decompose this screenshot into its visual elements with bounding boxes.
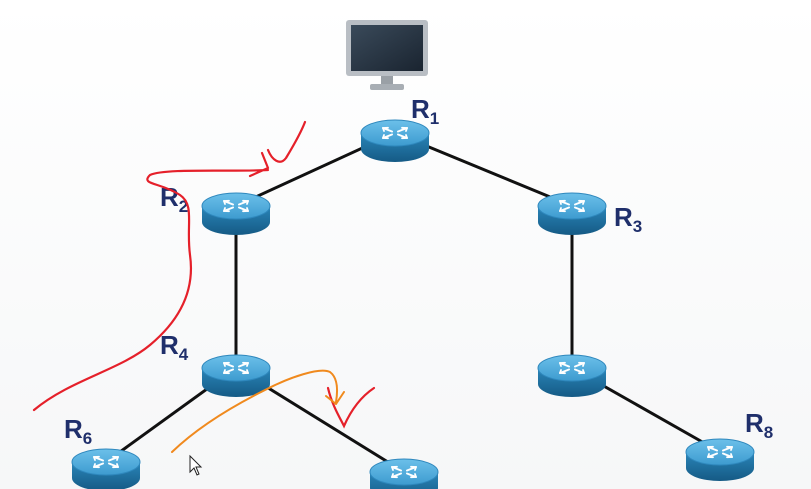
router-label-r8: R8 [745,408,773,442]
router-r8-icon [685,438,755,481]
router-r1-icon [360,119,430,162]
router-label-r1: R1 [411,94,439,128]
orange-annotation-stroke [171,369,345,453]
router-label-r4: R4 [160,330,189,364]
router-r7-icon [369,458,439,489]
routers-layer [71,119,755,489]
red-annotation-stroke [32,120,307,412]
router-label-r2: R2 [160,182,188,216]
monitor-icon [346,20,428,90]
router-label-r6: R6 [64,414,92,448]
router-r2-icon [201,192,271,235]
router-r4-icon [201,354,271,397]
router-r6-icon [71,448,141,489]
router-r5-icon [537,354,607,397]
router-r3-icon [537,192,607,235]
router-label-r3: R3 [614,202,642,236]
mouse-cursor-icon [189,454,203,476]
